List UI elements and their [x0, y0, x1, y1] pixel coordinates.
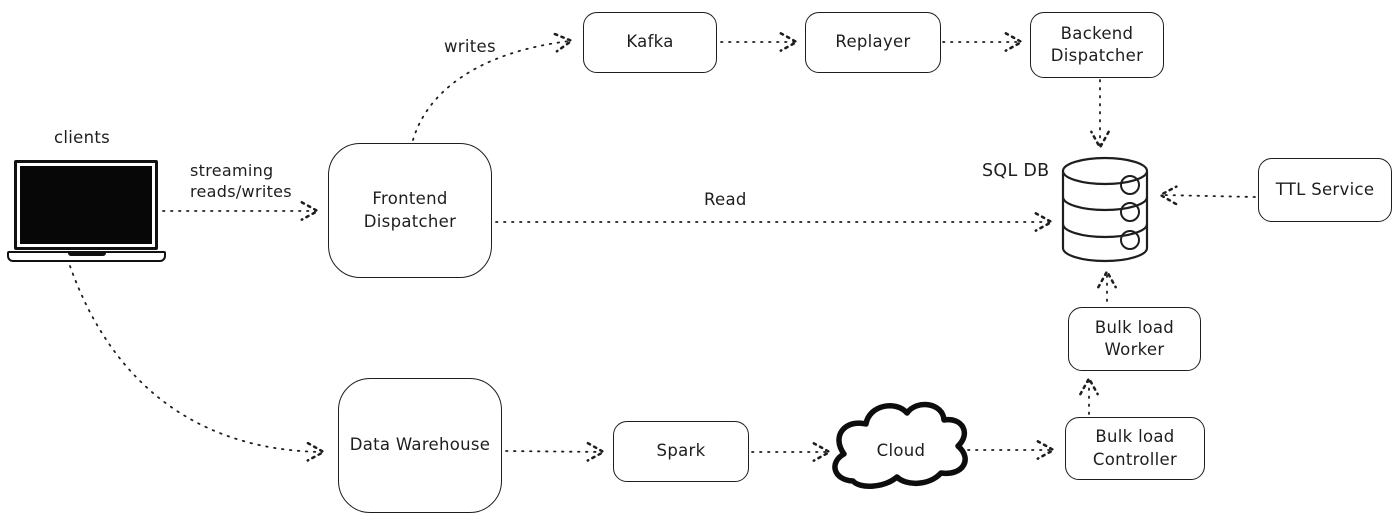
node-ttl-service-label: TTL Service: [1275, 179, 1375, 199]
edge-clients-data-warehouse[interactable]: [69, 265, 322, 452]
sql-db-label: SQL DB: [982, 161, 1050, 181]
cloud-label: Cloud: [876, 441, 926, 460]
node-bulk-load-worker[interactable]: Bulk load Worker: [1068, 307, 1201, 371]
edge-frontend-dispatcher-kafka[interactable]: [412, 41, 570, 141]
node-backend-dispatcher[interactable]: Backend Dispatcher: [1030, 12, 1164, 78]
node-bulk-load-worker-label: Bulk load Worker: [1094, 317, 1175, 359]
edge-ttl-service-sql-db[interactable]: [1162, 195, 1256, 197]
node-replayer-label: Replayer: [835, 32, 911, 52]
node-backend-dispatcher-label: Backend Dispatcher: [1050, 23, 1144, 65]
node-bulk-load-controller-label: Bulk load Controller: [1092, 427, 1178, 469]
node-frontend-dispatcher[interactable]: Frontend Dispatcher: [328, 143, 492, 278]
node-data-warehouse-label: Data Warehouse: [349, 435, 491, 455]
database-cylinder-icon[interactable]: [1061, 156, 1149, 263]
laptop-icon[interactable]: [14, 160, 158, 250]
node-bulk-load-controller[interactable]: Bulk load Controller: [1065, 417, 1205, 480]
laptop-notch: [67, 252, 106, 256]
cloud-icon[interactable]: [832, 401, 968, 489]
node-kafka[interactable]: Kafka: [583, 12, 717, 73]
edge-data-warehouse-spark[interactable]: [505, 451, 602, 452]
node-data-warehouse[interactable]: Data Warehouse: [338, 378, 502, 513]
clients-label: clients: [54, 128, 111, 147]
edge-label-streaming-reads-writes: streaming reads/writes: [190, 161, 292, 201]
node-ttl-service[interactable]: TTL Service: [1258, 158, 1392, 222]
laptop-base[interactable]: [7, 251, 166, 262]
edge-label-read: Read: [704, 190, 747, 209]
node-replayer[interactable]: Replayer: [805, 12, 941, 73]
node-spark[interactable]: Spark: [613, 421, 749, 482]
node-frontend-dispatcher-label: Frontend Dispatcher: [363, 189, 457, 231]
node-kafka-label: Kafka: [626, 32, 674, 52]
edge-label-writes: writes: [444, 37, 496, 56]
node-spark-label: Spark: [656, 441, 706, 461]
laptop-screen-panel: [20, 166, 152, 244]
